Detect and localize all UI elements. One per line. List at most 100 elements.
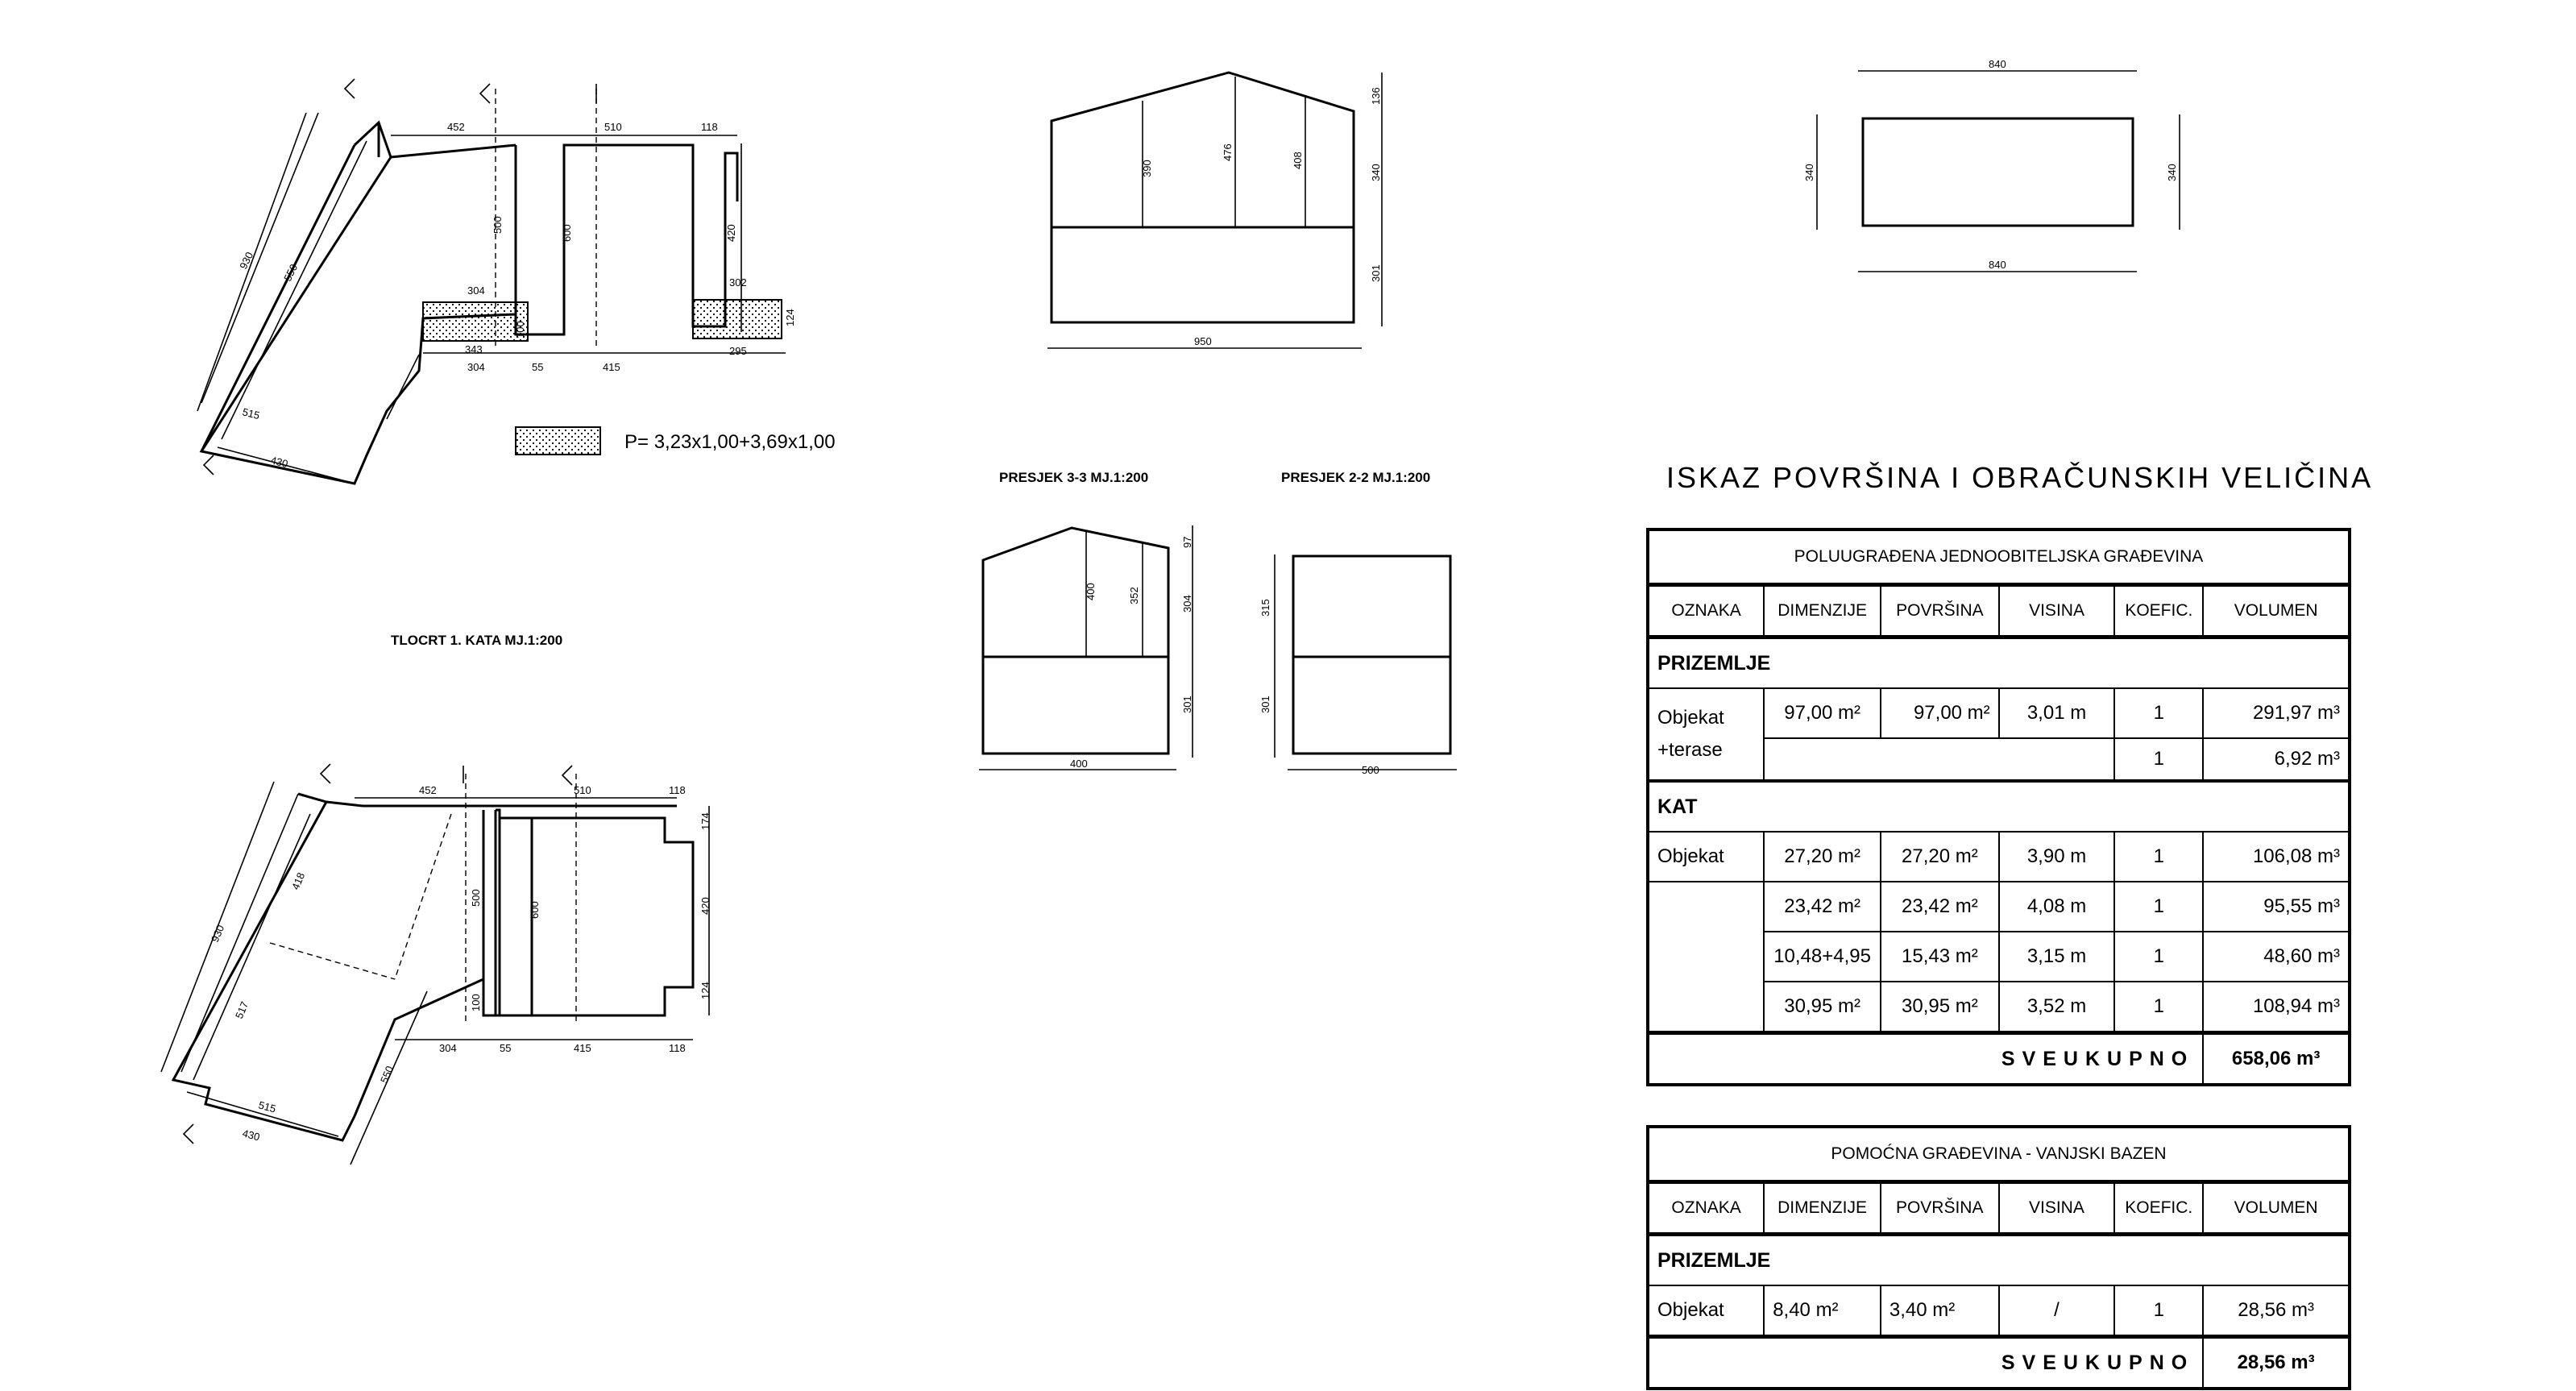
dim2-420: 420 — [699, 897, 711, 915]
dim2-118: 118 — [669, 784, 686, 796]
t1-p0-area: 97,00 m² — [1880, 687, 2000, 739]
dim-930: 930 — [237, 250, 255, 271]
t1-k2-vol: 48,60 m³ — [2202, 931, 2350, 982]
t1-k1-height: 4,08 m — [1997, 881, 2116, 932]
t1-section-kat: KAT — [1647, 779, 2350, 833]
s33-dim-352: 352 — [1128, 587, 1140, 604]
table-pool: POMOĆNA GRAĐEVINA - VANJSKI BAZEN OZNAKA… — [1646, 1125, 2351, 1390]
t1-k2-area: 15,43 m² — [1880, 931, 2000, 982]
s22-dim-315: 315 — [1259, 599, 1271, 617]
dim2-517: 517 — [233, 999, 251, 1020]
label-presjek-33: PRESJEK 3-3 MJ.1:200 — [999, 470, 1148, 485]
t1-p1-empty — [1763, 737, 2116, 782]
dim-510: 510 — [604, 121, 622, 133]
dim2-510: 510 — [574, 784, 591, 796]
dim2-100: 100 — [470, 994, 482, 1011]
t2-row-height: / — [1997, 1285, 2116, 1338]
t2-row-label: Objekat — [1646, 1285, 1765, 1338]
dim-600: 600 — [561, 224, 573, 242]
t1-prizemlje-label-a: Objekat — [1657, 707, 1724, 729]
dim-550: 550 — [281, 262, 300, 283]
t2-total-value: 28,56 m³ — [2202, 1335, 2350, 1389]
sec-dim-136: 136 — [1370, 87, 1382, 105]
dim2-430: 430 — [241, 1127, 261, 1143]
t1-p0-height: 3,01 m — [1997, 687, 2116, 739]
t2-row-coef: 1 — [2113, 1285, 2205, 1338]
t1-total-label: SVEUKUPNO — [1646, 1031, 2205, 1086]
dim-452: 452 — [447, 121, 465, 133]
t1-prizemlje-label-b: +terase — [1657, 739, 1723, 761]
t1-section-prizemlje: PRIZEMLJE — [1647, 636, 2350, 689]
t2-h-dimenzije: DIMENZIJE — [1763, 1181, 1881, 1236]
s33-dim-400v: 400 — [1085, 583, 1097, 600]
t1-k1-area: 23,42 m² — [1880, 881, 2000, 932]
t1-k1-coef: 1 — [2113, 881, 2205, 932]
t2-h-volumen: VOLUMEN — [2202, 1181, 2350, 1236]
dim-500: 500 — [492, 216, 504, 234]
t1-p0-dim: 97,00 m² — [1763, 687, 1882, 739]
dim2-415: 415 — [574, 1042, 591, 1054]
sec-dim-476: 476 — [1222, 143, 1234, 161]
section-main: 950 390 476 408 136 340 301 — [1047, 71, 1383, 349]
dim-295: 295 — [729, 345, 747, 357]
t1-k0-coef: 1 — [2113, 831, 2205, 882]
table2-caption: POMOĆNA GRAĐEVINA - VANJSKI BAZEN — [1647, 1126, 2350, 1184]
t2-h-oznaka: OZNAKA — [1646, 1181, 1765, 1236]
t1-p1-vol: 6,92 m³ — [2202, 737, 2350, 782]
dim2-174: 174 — [699, 812, 711, 830]
t1-k0-vol: 106,08 m³ — [2202, 831, 2350, 882]
section-2-2: 500 315 301 — [1259, 554, 1457, 776]
sec-dim-390: 390 — [1141, 160, 1153, 177]
pool-dim-840-bottom: 840 — [1989, 259, 2006, 271]
t1-prizemlje-label: Objekat +terase — [1646, 687, 1765, 782]
t1-k1-vol: 95,55 m³ — [2202, 881, 2350, 932]
t1-h-volumen: VOLUMEN — [2202, 583, 2350, 639]
s33-dim-304: 304 — [1181, 595, 1193, 612]
pool-dim-340-right: 340 — [2166, 164, 2178, 181]
t2-h-koefic: KOEFIC. — [2113, 1181, 2205, 1236]
t1-k3-vol: 108,94 m³ — [2202, 981, 2350, 1034]
pool-dim-840-top: 840 — [1989, 58, 2006, 70]
pool-plan: 840 840 340 340 — [1803, 58, 2180, 272]
pool-dim-340-left: 340 — [1803, 164, 1815, 181]
table-title: ISKAZ POVRŠINA I OBRAČUNSKIH VELIČINA — [1666, 461, 2374, 494]
s22-dim-500: 500 — [1362, 764, 1379, 776]
s33-dim-400: 400 — [1070, 758, 1088, 770]
floor-plan-upper: 452 510 118 600 500 420 930 550 515 430 … — [197, 78, 836, 485]
t1-p0-coef: 1 — [2113, 687, 2205, 739]
t1-h-dimenzije: DIMENZIJE — [1763, 583, 1882, 639]
dim-343: 343 — [465, 343, 483, 355]
s33-dim-97: 97 — [1181, 537, 1193, 548]
t1-kat-empty — [1646, 881, 1765, 1034]
t1-total-value: 658,06 m³ — [2202, 1031, 2350, 1086]
legend-hatch — [515, 426, 601, 455]
sec-dim-340: 340 — [1370, 164, 1382, 181]
dim-55: 55 — [532, 361, 543, 373]
t1-k3-height: 3,52 m — [1997, 981, 2116, 1034]
t1-p1-coef: 1 — [2113, 737, 2205, 782]
t2-h-povrsina: POVRŠINA — [1879, 1181, 2000, 1236]
t2-row-vol: 28,56 m³ — [2202, 1285, 2350, 1338]
t1-h-povrsina: POVRŠINA — [1880, 583, 2000, 639]
t1-p0-vol: 291,97 m³ — [2202, 687, 2350, 739]
dim-415: 415 — [603, 361, 620, 373]
t1-k0-area: 27,20 m² — [1880, 831, 2000, 882]
t1-k2-height: 3,15 m — [1997, 931, 2116, 982]
s22-dim-301: 301 — [1259, 696, 1271, 713]
dim2-118b: 118 — [669, 1042, 686, 1054]
dim-420: 420 — [725, 224, 737, 242]
t1-k3-dim: 30,95 m² — [1763, 981, 1882, 1034]
t1-k0-dim: 27,20 m² — [1763, 831, 1882, 882]
label-tlocrt-kata: TLOCRT 1. KATA MJ.1:200 — [391, 633, 562, 648]
t2-h-visina: VISINA — [1997, 1181, 2116, 1236]
dim-304b: 304 — [467, 361, 485, 373]
sec-dim-301: 301 — [1370, 264, 1382, 282]
label-presjek-22: PRESJEK 2-2 MJ.1:200 — [1281, 470, 1430, 485]
dim2-304: 304 — [439, 1042, 457, 1054]
t2-row-dim: 8,40 m² — [1763, 1285, 1881, 1338]
t2-row-area: 3,40 m² — [1879, 1285, 2000, 1338]
t1-k3-area: 30,95 m² — [1880, 981, 2000, 1034]
dim-124: 124 — [784, 309, 796, 326]
t1-h-visina: VISINA — [1997, 583, 2116, 639]
